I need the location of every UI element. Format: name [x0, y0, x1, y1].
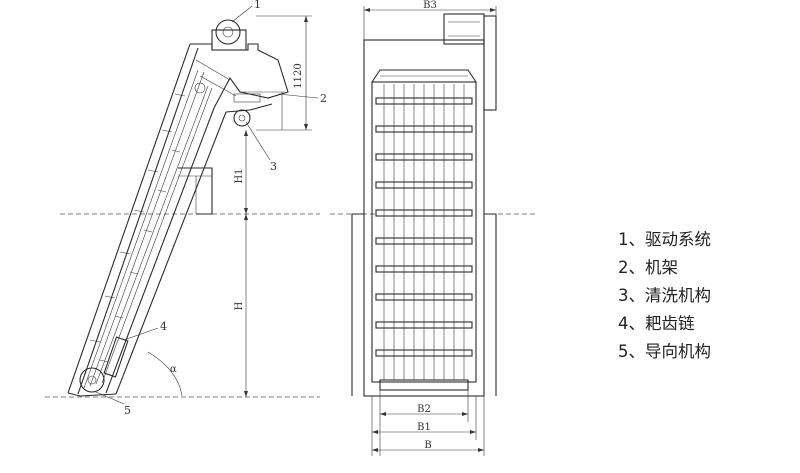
dim-h: H [234, 301, 245, 310]
dim-b3: B3 [423, 0, 437, 11]
dim-b2: B2 [417, 404, 431, 415]
callout-5: 5 [124, 404, 131, 417]
dim-b: B [424, 440, 431, 451]
guide-roller-icon [103, 336, 129, 378]
rake-grid [375, 84, 473, 380]
front-view: B3 B2 B1 B [330, 0, 535, 456]
cleaning-brush-icon [233, 109, 251, 127]
legend-item: 1、驱动系统 [618, 230, 711, 249]
callout-1: 1 [254, 0, 261, 11]
bottom-sprocket-icon [79, 367, 105, 393]
legend-item: 2、机架 [618, 258, 678, 277]
callout-2: 2 [320, 92, 327, 105]
dim-1120: 1120 [293, 63, 304, 88]
side-view: α 1120 H1 H 1 2 3 4 5 [45, 0, 327, 417]
rake-chain-ticks [89, 93, 186, 363]
callout-3: 3 [270, 160, 277, 173]
dim-b1: B1 [417, 422, 431, 433]
callout-4: 4 [160, 320, 167, 333]
legend-item: 3、清洗机构 [618, 286, 711, 305]
drive-sprocket-icon [215, 19, 241, 45]
legend-item: 4、耙齿链 [618, 314, 695, 333]
dim-h1: H1 [234, 168, 245, 183]
legend-item: 5、导向机构 [618, 342, 711, 361]
angle-label: α [170, 364, 177, 375]
parts-legend: 1、驱动系统 2、机架 3、清洗机构 4、耙齿链 5、导向机构 [618, 226, 711, 366]
